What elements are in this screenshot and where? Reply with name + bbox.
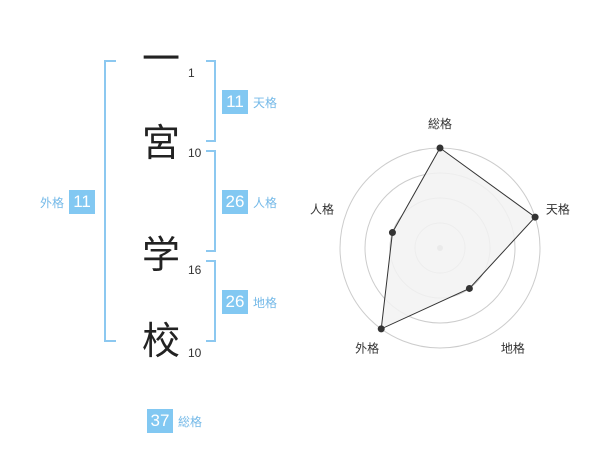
stroke-count-3: 16 (188, 263, 202, 277)
radar-axis-label-4: 人格 (310, 202, 334, 217)
stroke-count-1: 1 (188, 66, 195, 80)
name-char-4: 校 (141, 319, 180, 363)
jinkaku-badge: 26 人格 (222, 190, 277, 214)
chikaku-bracket (206, 260, 216, 342)
soukaku-value: 37 (147, 409, 173, 433)
radar-axis-label-0: 総格 (428, 116, 452, 131)
tenkaku-bracket (206, 60, 216, 142)
jinkaku-label: 人格 (253, 195, 278, 210)
chikaku-label: 地格 (253, 295, 278, 310)
stroke-count-2: 10 (188, 146, 202, 160)
radar-axis-label-3: 外格 (355, 340, 379, 355)
tenkaku-value: 11 (222, 90, 248, 114)
radar-axis-label-2: 地格 (501, 340, 525, 355)
soukaku-badge: 37 総格 (147, 409, 202, 433)
stroke-count-4: 10 (188, 346, 202, 360)
chikaku-badge: 26 地格 (222, 290, 277, 314)
gaikaku-label: 外格 (40, 195, 65, 210)
radar-point-4 (388, 229, 396, 237)
jinkaku-value: 26 (222, 190, 248, 214)
name-char-2: 宮 (141, 121, 180, 165)
tenkaku-badge: 11 天格 (222, 90, 277, 114)
tenkaku-label: 天格 (253, 95, 278, 110)
name-char-1: 一 (141, 37, 180, 81)
radar-point-1 (531, 213, 539, 221)
gaikaku-badge: 外格 11 (40, 190, 96, 214)
jinkaku-bracket (206, 150, 216, 252)
radar-area (380, 147, 536, 330)
radar-point-0 (436, 144, 444, 152)
gaikaku-value: 11 (69, 190, 96, 214)
radar-points (377, 144, 539, 333)
name-char-3: 学 (141, 233, 180, 277)
soukaku-label: 総格 (178, 414, 203, 429)
radar-point-3 (377, 325, 385, 333)
radar-point-2 (465, 284, 473, 292)
gaikaku-bracket (104, 60, 116, 342)
radar-axis-label-1: 天格 (546, 202, 570, 217)
chikaku-value: 26 (222, 290, 248, 314)
